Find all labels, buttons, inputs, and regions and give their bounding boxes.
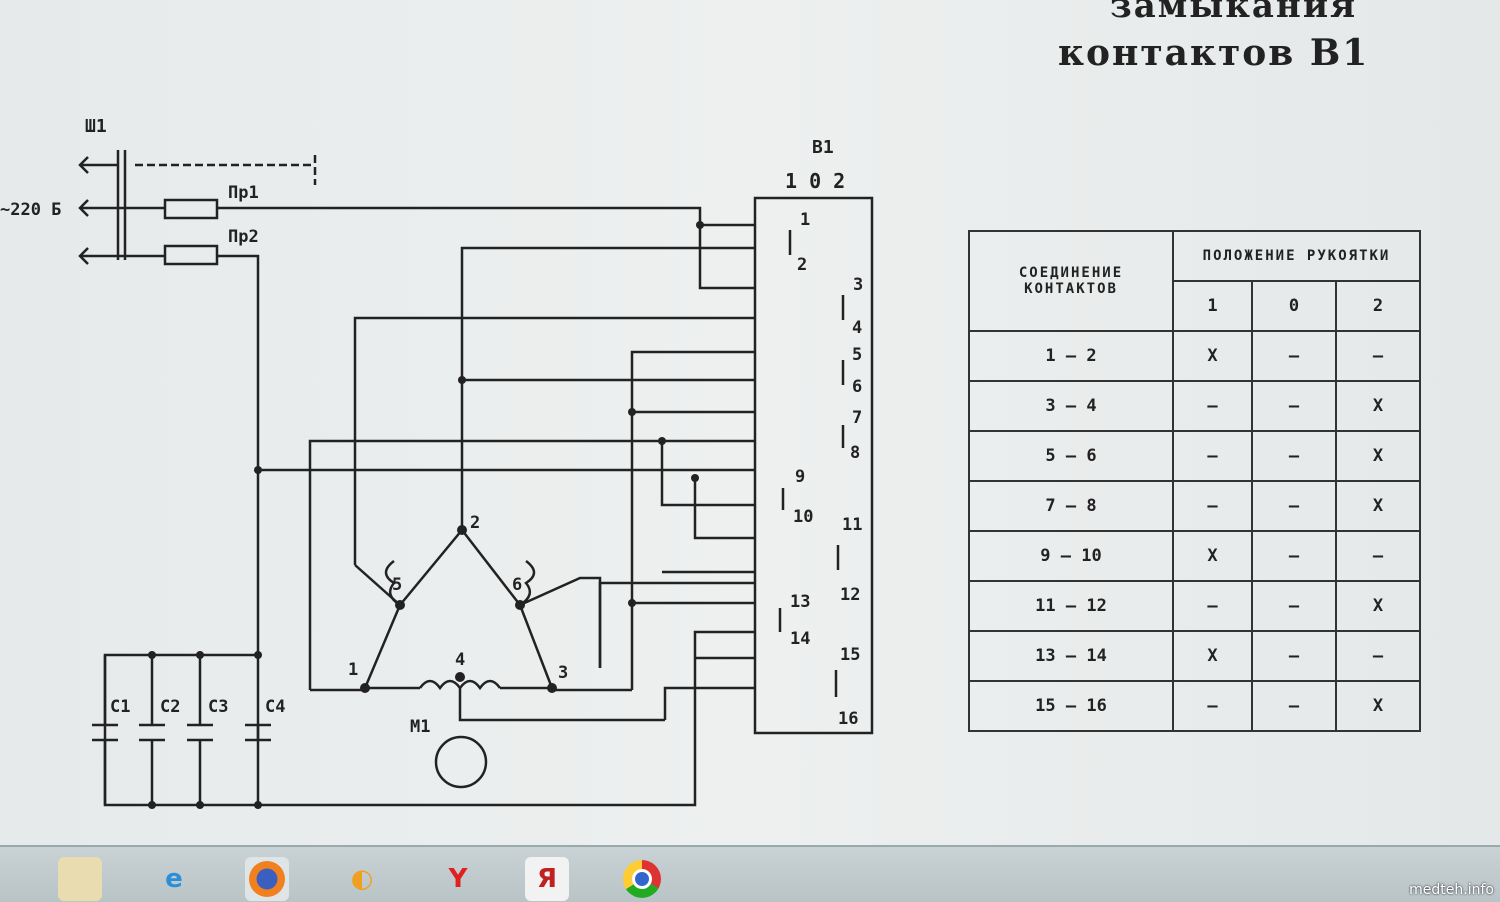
screen: замыкания контактов В1 Ш1 ~220 Б Пр1 Пр2… — [0, 0, 1500, 845]
switch-b1-box — [753, 196, 874, 735]
cap-label: С2 — [160, 697, 180, 717]
media-icon[interactable]: ◐ — [350, 864, 374, 894]
connection-cell: 5 — 6 — [968, 430, 1174, 482]
connection-cell: 11 — 12 — [968, 580, 1174, 632]
state-cell: X — [1335, 380, 1421, 432]
taskbar: e ◐ Y Я medteh.info — [0, 845, 1500, 902]
title-line1: замыкания — [1110, 0, 1358, 26]
terminal-label: 1 — [348, 660, 358, 680]
state-cell: — — [1251, 330, 1337, 382]
state-cell: — — [1251, 380, 1337, 432]
contact-label: 3 — [853, 275, 863, 295]
state-cell: X — [1335, 430, 1421, 482]
connection-cell: 1 — 2 — [968, 330, 1174, 382]
state-cell: X — [1172, 530, 1253, 582]
terminal-label: 2 — [470, 513, 480, 533]
contact-label: 4 — [852, 318, 862, 338]
state-cell: X — [1335, 680, 1421, 732]
contact-label: 16 — [838, 709, 858, 729]
contact-label: 14 — [790, 629, 810, 649]
state-cell: — — [1251, 630, 1337, 682]
state-cell: — — [1251, 430, 1337, 482]
terminal-label: 3 — [558, 663, 568, 683]
contact-table: СОЕДИНЕНИЕ КОНТАКТОВ ПОЛОЖЕНИЕ РУКОЯТКИ … — [968, 230, 1421, 732]
cap-label: С3 — [208, 697, 228, 717]
table-row: 5 — 6——X — [968, 430, 1421, 482]
schematic: Ш1 ~220 Б Пр1 Пр2 В1 1 0 2 М1 С1 С2 С3 С… — [0, 116, 874, 809]
fuse-pr2 — [163, 244, 219, 266]
table-row: 7 — 8——X — [968, 480, 1421, 532]
state-cell: X — [1172, 630, 1253, 682]
contact-label: 10 — [793, 507, 813, 527]
position-header: 1 — [1172, 280, 1253, 332]
title-line2: контактов В1 — [1058, 32, 1370, 74]
state-cell: — — [1172, 380, 1253, 432]
contact-label: 9 — [795, 467, 805, 487]
state-cell: — — [1335, 330, 1421, 382]
state-cell: X — [1172, 330, 1253, 382]
state-cell: — — [1335, 530, 1421, 582]
table-row: 15 — 16——X — [968, 680, 1421, 732]
yandex-icon[interactable]: Я — [525, 857, 569, 901]
contact-label: 6 — [852, 377, 862, 397]
connection-cell: 7 — 8 — [968, 480, 1174, 532]
cap-label: С4 — [265, 697, 285, 717]
connection-cell: 9 — 10 — [968, 530, 1174, 582]
cap-label: С1 — [110, 697, 130, 717]
terminal-label: 4 — [455, 650, 465, 670]
state-cell: X — [1335, 480, 1421, 532]
voltage-label: ~220 Б — [0, 200, 61, 220]
contact-label: 2 — [797, 255, 807, 275]
terminal-label: 6 — [512, 575, 522, 595]
contact-label: 7 — [852, 408, 862, 428]
plug-bar — [116, 150, 127, 260]
chrome-icon[interactable] — [623, 860, 661, 898]
firefox-icon[interactable] — [249, 861, 285, 897]
connection-cell: 3 — 4 — [968, 380, 1174, 432]
connection-cell: 13 — 14 — [968, 630, 1174, 682]
position-header: 2 — [1335, 280, 1421, 332]
switch-label: В1 — [812, 137, 834, 158]
plug-label: Ш1 — [85, 116, 107, 137]
state-cell: X — [1335, 580, 1421, 632]
position-header: 0 — [1251, 280, 1337, 332]
state-cell: — — [1172, 580, 1253, 632]
switch-positions: 1 0 2 — [785, 169, 845, 193]
table-row: 11 — 12——X — [968, 580, 1421, 632]
fuse2-label: Пр2 — [228, 227, 259, 247]
state-cell: — — [1251, 530, 1337, 582]
contact-label: 1 — [800, 210, 810, 230]
watermark: medteh.info — [1409, 882, 1494, 898]
file-explorer-icon[interactable] — [58, 857, 102, 901]
contact-label: 8 — [850, 443, 860, 463]
contact-label: 12 — [840, 585, 860, 605]
state-cell: — — [1172, 680, 1253, 732]
header-position: ПОЛОЖЕНИЕ РУКОЯТКИ — [1172, 230, 1421, 282]
state-cell: — — [1251, 580, 1337, 632]
contact-label: 11 — [842, 515, 862, 535]
yandex-browser-icon[interactable]: Y — [448, 864, 468, 894]
state-cell: — — [1335, 630, 1421, 682]
fuse1-label: Пр1 — [228, 183, 259, 203]
terminal-label: 5 — [392, 575, 402, 595]
fuse-pr1 — [163, 198, 219, 220]
state-cell: — — [1172, 480, 1253, 532]
state-cell: — — [1172, 430, 1253, 482]
header-connection: СОЕДИНЕНИЕ КОНТАКТОВ — [968, 230, 1174, 332]
contact-label: 13 — [790, 592, 810, 612]
contact-label: 5 — [852, 345, 862, 365]
connection-cell: 15 — 16 — [968, 680, 1174, 732]
state-cell: — — [1251, 680, 1337, 732]
internet-explorer-icon[interactable]: e — [165, 864, 183, 894]
state-cell: — — [1251, 480, 1337, 532]
motor-label: М1 — [410, 717, 430, 737]
contact-label: 15 — [840, 645, 860, 665]
table-row: 3 — 4——X — [968, 380, 1421, 432]
